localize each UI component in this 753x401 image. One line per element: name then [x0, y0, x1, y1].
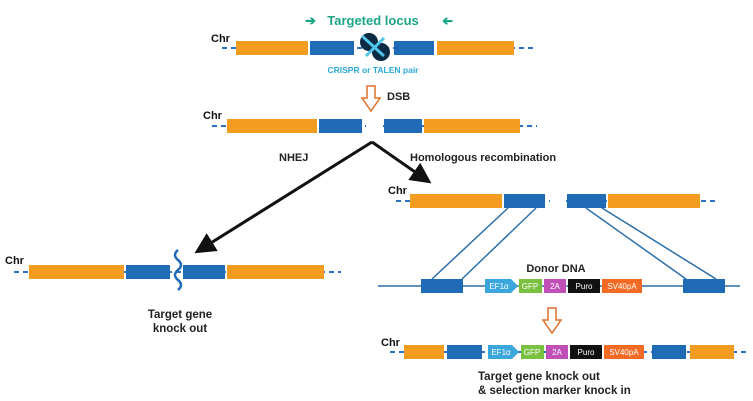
chromosome-knockin: Chr EF1α GFP 2A Puro SV40pA: [381, 337, 748, 359]
orange-flank-right: [690, 345, 734, 359]
homology-arm-left: [447, 345, 482, 359]
t2a-label: 2A: [550, 282, 560, 291]
chr-label: Chr: [5, 255, 25, 267]
crossover-lines: [431, 207, 717, 280]
nhej-arrow: [194, 140, 373, 254]
knockout-label-line1: Target gene: [148, 309, 212, 321]
orange-flank-left: [227, 119, 317, 133]
orange-flank-left: [29, 265, 124, 279]
arrow-left-icon: ➔: [442, 14, 453, 29]
knockin-label-line2: & selection marker knock in: [478, 385, 631, 397]
homology-arm-left: [310, 41, 354, 55]
donor-dna: EF1α GFP 2A Puro SV40pA: [378, 279, 740, 293]
knockin-label-line1: Target gene knock out: [478, 371, 600, 383]
sv40pa-label: SV40pA: [609, 348, 639, 357]
gfp-label: GFP: [524, 348, 540, 357]
orange-flank-right: [437, 41, 514, 55]
homology-arm-left: [126, 265, 170, 279]
gfp-block: [521, 345, 544, 359]
puro-block: [568, 279, 600, 293]
gfp-block: [519, 279, 542, 293]
nhej-label: NHEJ: [279, 152, 308, 164]
hr-label: Homologous recombination: [410, 152, 556, 164]
ef1a-promoter: [485, 279, 518, 293]
chromosome-dsb: Chr: [203, 110, 537, 133]
homology-arm-right: [183, 265, 225, 279]
arrow-right-icon: ➔: [305, 13, 316, 28]
sv40pa-label: SV40pA: [607, 282, 637, 291]
donor-arm-left: [421, 279, 463, 293]
ef1a-promoter: [488, 345, 519, 359]
t2a-block: [544, 279, 566, 293]
ef1a-label: EF1α: [489, 282, 509, 291]
homology-arm-right: [384, 119, 422, 133]
sv40pa-block: [604, 345, 644, 359]
chr-label: Chr: [381, 337, 401, 349]
chromosome-original: Chr: [211, 33, 534, 61]
puro-block: [570, 345, 602, 359]
nuclease-pair-label: CRISPR or TALEN pair: [328, 65, 420, 75]
homology-arm-left: [319, 119, 362, 133]
orange-flank-left: [236, 41, 308, 55]
sv40pa-block: [602, 279, 642, 293]
puro-label: Puro: [576, 282, 593, 291]
donor-arm-right: [683, 279, 725, 293]
orange-flank-right: [608, 194, 700, 208]
knockout-label-line2: knock out: [153, 323, 207, 335]
gfp-label: GFP: [522, 282, 538, 291]
chromosome-hr: Chr: [388, 185, 718, 208]
targeted-locus-header: ➔ Targeted locus ➔: [305, 13, 453, 29]
hr-arrow: [371, 140, 432, 184]
donor-dna-label: Donor DNA: [526, 263, 585, 275]
chromosome-nhej: Chr: [5, 249, 341, 291]
orange-flank-left: [410, 194, 502, 208]
homology-arm-left: [504, 194, 545, 208]
chr-label: Chr: [388, 185, 408, 197]
puro-label: Puro: [578, 348, 595, 357]
orange-flank-right: [227, 265, 324, 279]
squiggle-break-icon: [173, 249, 183, 291]
dsb-label: DSB: [387, 91, 410, 103]
chr-label: Chr: [211, 33, 231, 45]
hollow-down-arrow-icon: [541, 307, 563, 335]
hollow-down-arrow-icon: [360, 85, 382, 113]
homology-arm-right: [394, 41, 434, 55]
ef1a-label: EF1α: [491, 348, 511, 357]
t2a-label: 2A: [552, 348, 562, 357]
t2a-block: [546, 345, 568, 359]
chr-label: Chr: [203, 110, 223, 122]
orange-flank-right: [424, 119, 520, 133]
orange-flank-left: [404, 345, 444, 359]
nuclease-scissors-icon: [360, 33, 390, 61]
targeted-locus-title: Targeted locus: [327, 13, 419, 28]
homology-arm-right: [652, 345, 686, 359]
homology-arm-right: [567, 194, 606, 208]
